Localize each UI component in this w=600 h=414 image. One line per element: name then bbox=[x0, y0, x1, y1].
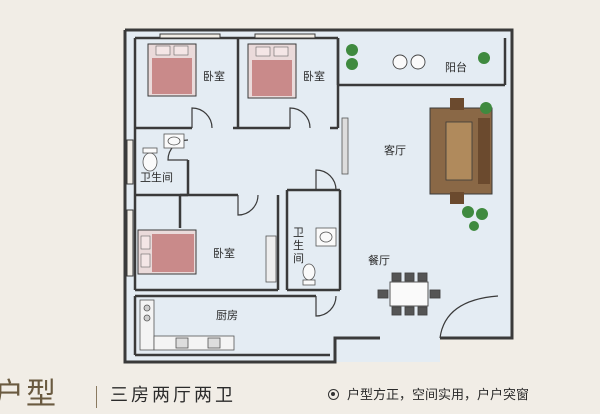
room-label-bathroom: 卫生间 bbox=[140, 170, 173, 184]
target-bullet-icon bbox=[328, 389, 339, 400]
plant-icon bbox=[462, 102, 492, 231]
exterior-walls bbox=[123, 28, 514, 364]
room-label-living-room: 客厅 bbox=[384, 143, 406, 157]
sofa-icon bbox=[429, 98, 493, 204]
bed-icon bbox=[247, 43, 297, 99]
floor-plan: 卧室 卧室 卧室 卫生间 卫生间 客厅 餐厅 厨房 阳台 bbox=[123, 28, 514, 364]
bed-icon bbox=[137, 229, 197, 275]
kitchen-counter-icon bbox=[139, 299, 235, 351]
unit-type-title: 户型 bbox=[0, 377, 58, 412]
title-divider bbox=[96, 386, 97, 408]
room-label-balcony: 阳台 bbox=[445, 60, 467, 74]
door-swings bbox=[167, 107, 337, 317]
room-label-bedroom: 卧室 bbox=[213, 246, 235, 260]
room-label-bathroom: 卫生间 bbox=[293, 226, 304, 265]
dining-table-icon bbox=[377, 272, 441, 316]
room-label-bathroom-char: 生 bbox=[293, 238, 304, 252]
room-label-kitchen: 厨房 bbox=[216, 309, 238, 322]
tv-cabinet-icon bbox=[341, 117, 349, 175]
feature-line: 户型方正，空间实用，户户突窗 bbox=[328, 386, 529, 406]
toilet-icon bbox=[142, 147, 316, 286]
bed-icon bbox=[147, 43, 197, 97]
room-label-bedroom: 卧室 bbox=[303, 69, 325, 83]
windows bbox=[126, 33, 316, 277]
room-label-bathroom-char: 卫 bbox=[293, 226, 304, 239]
wardrobe-icon bbox=[265, 235, 277, 283]
room-label-dining-room: 餐厅 bbox=[368, 253, 390, 267]
floor-area bbox=[125, 30, 512, 362]
sink-icon bbox=[163, 133, 337, 247]
room-label-bedroom: 卧室 bbox=[203, 69, 225, 83]
layout-summary: 三房两厅两卫 bbox=[110, 385, 236, 406]
interior-walls bbox=[133, 36, 507, 357]
feature-text: 户型方正，空间实用，户户突窗 bbox=[347, 388, 530, 403]
balcony-plant-icon bbox=[346, 44, 490, 70]
room-label-bathroom-char: 间 bbox=[293, 252, 304, 265]
balcony-chairs-icon bbox=[392, 54, 426, 70]
